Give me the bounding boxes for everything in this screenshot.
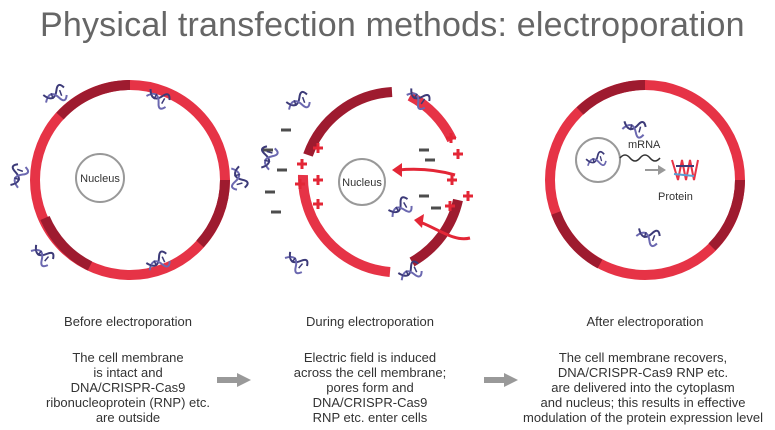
description-line: DNA/CRISPR-Cas9 RNP etc. [557, 365, 729, 380]
description-line: across the cell membrane; [293, 365, 447, 380]
cell-membrane [409, 198, 463, 267]
dna-icon [5, 161, 31, 191]
membrane-shade [576, 80, 646, 115]
flow-arrow-icon [484, 373, 518, 387]
description-line: RNP etc. enter cells [312, 410, 428, 425]
nucleus [575, 137, 621, 183]
membrane-shade [196, 179, 230, 248]
description-line: ribonucleoprotein (RNP) etc. [45, 395, 211, 410]
dna-icon [633, 223, 663, 249]
description-after: The cell membrane recovers, DNA/CRISPR-C… [515, 350, 771, 425]
minus-icon [265, 190, 275, 194]
minus-icon [271, 210, 281, 214]
description-line: Electric field is induced [303, 350, 437, 365]
plus-icon [453, 149, 463, 159]
protein-label: Protein [658, 191, 693, 203]
membrane-shade [708, 179, 745, 251]
protein-icon [671, 159, 699, 181]
description-line: modulation of the protein expression lev… [523, 410, 763, 425]
description-line: is intact and [93, 365, 163, 380]
plus-icon [313, 199, 323, 209]
description-line: DNA/CRISPR-Cas9 [312, 395, 428, 410]
plus-icon [313, 175, 323, 185]
description-line: The cell membrane recovers, [558, 350, 728, 365]
dna-icon [27, 240, 57, 270]
description-during: Electric field is induced across the cel… [260, 350, 480, 425]
cell-membrane [407, 91, 457, 143]
nucleus [75, 153, 125, 203]
description-line: are delivered into the cytoplasm [551, 380, 735, 395]
description-line: pores form and [326, 380, 414, 395]
membrane-shade [551, 211, 603, 269]
cell-membrane [297, 174, 391, 277]
dna-icon [281, 247, 311, 277]
dna-icon [226, 164, 250, 192]
nucleus [338, 158, 386, 206]
caption-during: During electroporation [306, 314, 434, 329]
flow-arrow-icon [217, 373, 251, 387]
entry-arrow [419, 220, 471, 241]
plus-icon [463, 191, 473, 201]
minus-icon [419, 194, 429, 198]
translation-arrow-head [658, 165, 666, 175]
entry-arrow-head [392, 163, 402, 177]
entry-arrow-head [414, 214, 424, 228]
caption-after: After electroporation [586, 314, 704, 329]
mrna-strand [619, 154, 661, 162]
plus-icon [447, 175, 457, 185]
cell-membrane [303, 87, 393, 157]
membrane-shade [40, 215, 93, 271]
minus-icon [419, 148, 429, 152]
page-title: Physical transfection methods: electropo… [40, 6, 745, 44]
dna-icon [385, 194, 415, 222]
minus-icon [431, 206, 441, 210]
membrane-shade [56, 80, 131, 120]
nucleus-label: Nucleus [80, 173, 120, 185]
minus-icon [277, 168, 287, 172]
description-line: are outside [95, 410, 161, 425]
plus-icon [297, 159, 307, 169]
description-before: The cell membrane is intact and DNA/CRIS… [18, 350, 238, 425]
minus-icon [425, 158, 435, 162]
panel-after: mRNA Protein [545, 80, 745, 280]
minus-icon [281, 128, 291, 132]
panel-before: Nucleus [5, 80, 250, 280]
entry-arrow [397, 167, 456, 177]
dna-icon [283, 89, 313, 115]
description-line: The cell membrane [72, 350, 184, 365]
dna-icon [395, 259, 425, 285]
mrna-label: mRNA [628, 139, 661, 151]
dna-icon [40, 82, 70, 108]
nucleus-label: Nucleus [342, 177, 382, 189]
description-line: and nucleus; this results in effective [540, 395, 746, 410]
panel-during: Nucleus [256, 84, 473, 285]
dna-icon [620, 116, 648, 140]
description-line: DNA/CRISPR-Cas9 [70, 380, 186, 395]
caption-before: Before electroporation [64, 314, 192, 329]
